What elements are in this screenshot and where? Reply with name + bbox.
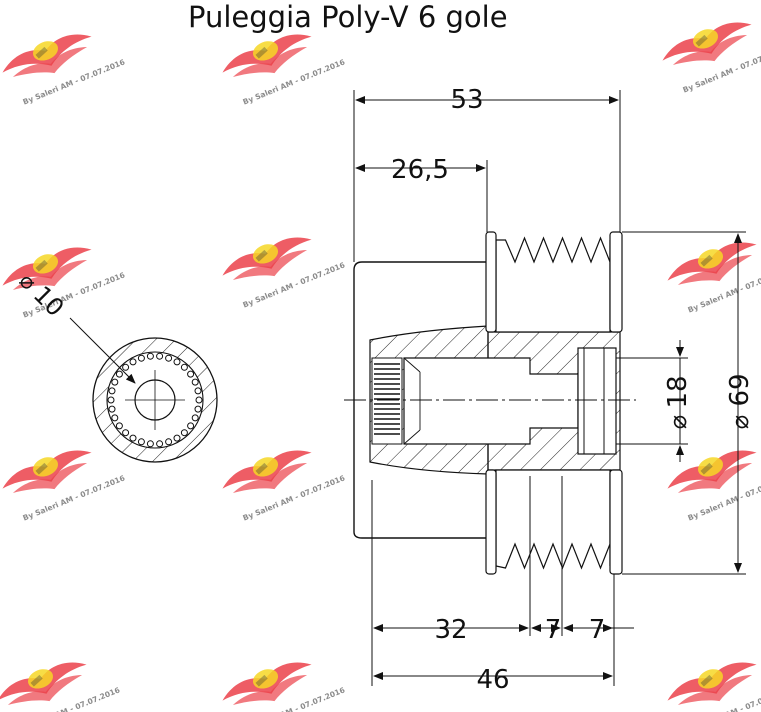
dim-bore-label: ⌀ 18 <box>663 375 693 429</box>
spline-tooth <box>108 405 116 413</box>
drawing-title: Puleggia Poly-V 6 gole <box>188 0 508 34</box>
watermark-logo: By Saleri AM - 07.07.2016 <box>657 12 761 95</box>
spline-teeth <box>107 352 203 448</box>
spline-tooth <box>115 422 123 430</box>
spline-tooth <box>111 414 119 422</box>
dim-bore-diameter: 18 <box>663 375 693 408</box>
watermark-logo: By Saleri AM - 07.07.2016 <box>662 652 761 712</box>
spline-tooth <box>115 370 123 378</box>
dim-total-length: 46 <box>476 665 509 695</box>
watermark-logo: By Saleri AM - 07.07.2016 <box>0 24 126 107</box>
spline-tooth <box>173 434 181 442</box>
spline-tooth <box>122 363 130 371</box>
watermark-logo: By Saleri AM - 07.07.2016 <box>217 227 346 310</box>
spline-tooth <box>137 438 145 446</box>
side-view <box>344 231 636 575</box>
watermark-logo: By Saleri AM - 07.07.2016 <box>662 440 761 523</box>
spline-tooth <box>195 396 203 404</box>
watermark-logo: By Saleri AM - 07.07.2016 <box>0 652 121 712</box>
spline-tooth <box>129 434 137 442</box>
watermark-logo: By Saleri AM - 07.07.2016 <box>0 237 126 320</box>
spline-tooth <box>180 363 188 371</box>
dim-outer-symbol: ⌀ <box>726 415 754 429</box>
watermark-logo: By Saleri AM - 07.07.2016 <box>217 652 346 712</box>
spline-tooth <box>156 440 164 448</box>
spline-tooth <box>173 358 181 366</box>
watermark-logo: By Saleri AM - 07.07.2016 <box>662 232 761 315</box>
end-view <box>69 317 218 463</box>
dim-half-length: 26,5 <box>391 155 449 185</box>
dim-overall-length: 53 <box>450 85 483 115</box>
dim-groove-step-2: 7 <box>589 615 606 645</box>
spline-tooth <box>180 429 188 437</box>
spline-tooth <box>146 352 154 360</box>
spline-tooth <box>191 414 199 422</box>
dim-outer-diameter: 69 <box>725 373 755 406</box>
spline-tooth <box>165 354 173 362</box>
spline-tooth <box>191 378 199 386</box>
spline-tooth <box>108 387 116 395</box>
spline-tooth <box>187 422 195 430</box>
watermark-logo: By Saleri AM - 07.07.2016 <box>0 440 126 523</box>
spline-tooth <box>194 405 202 413</box>
spline-tooth <box>107 396 115 404</box>
spline-tooth <box>111 378 119 386</box>
spline-tooth <box>137 354 145 362</box>
dim-bore-symbol: ⌀ <box>664 415 692 429</box>
dim-body-length: 32 <box>434 615 467 645</box>
spline-lines <box>374 363 400 435</box>
spline-tooth <box>122 429 130 437</box>
dimension-lines <box>353 90 746 686</box>
spline-tooth <box>165 438 173 446</box>
watermark-logo: By Saleri AM - 07.07.2016 <box>217 440 346 523</box>
spline-tooth <box>156 352 164 360</box>
dim-groove-step-1: 7 <box>545 615 562 645</box>
watermark-logo: By Saleri AM - 07.07.2016 <box>217 24 346 107</box>
spline-tooth <box>187 370 195 378</box>
spline-tooth <box>146 440 154 448</box>
spline-tooth <box>129 358 137 366</box>
dim-outer-label: ⌀ 69 <box>725 373 755 429</box>
spline-tooth <box>194 387 202 395</box>
